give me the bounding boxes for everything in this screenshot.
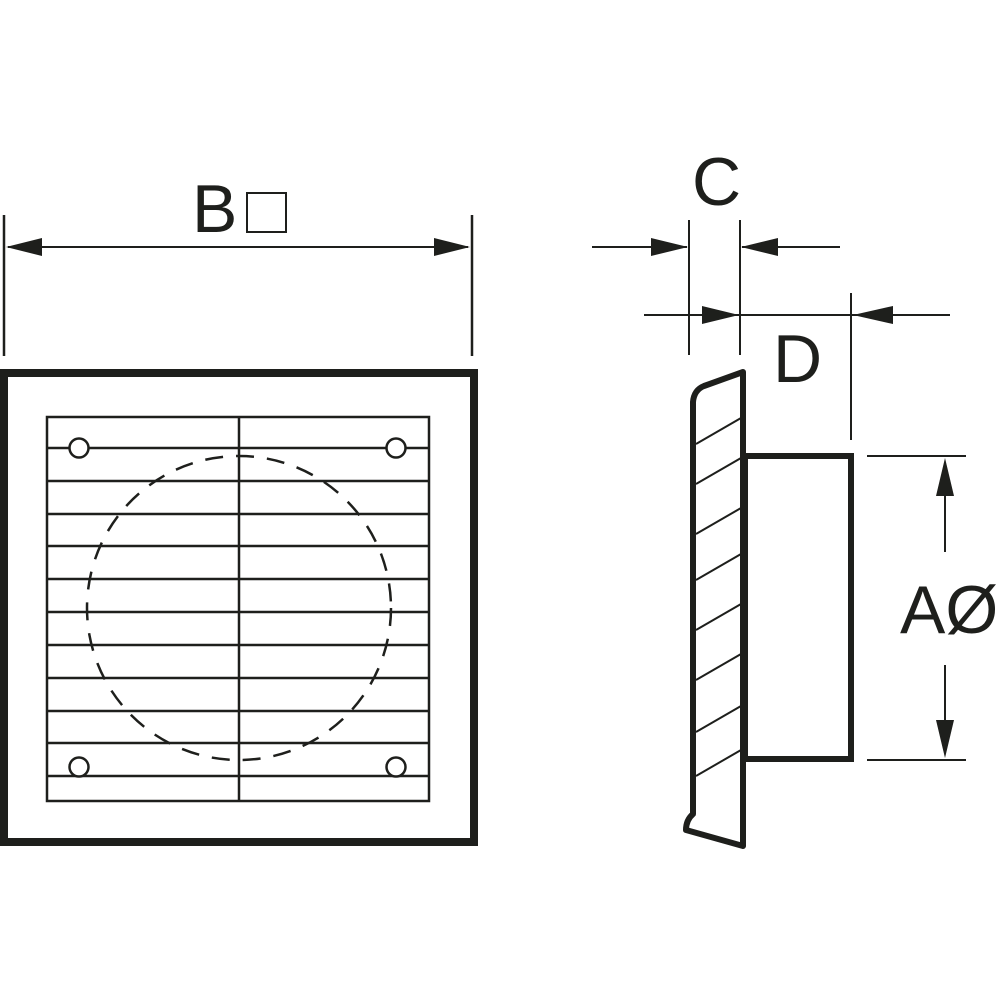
label-d: D xyxy=(773,321,822,397)
label-c: C xyxy=(692,144,741,220)
label-b: B xyxy=(192,171,237,247)
arrow-right-icon xyxy=(702,306,739,324)
front-view xyxy=(0,369,478,846)
arrow-left-icon xyxy=(741,238,778,256)
screw-hole-icon xyxy=(385,756,407,778)
arrow-right-icon xyxy=(651,238,688,256)
side-view xyxy=(683,369,854,849)
dimension-c: C xyxy=(592,144,840,355)
screw-hole-icon xyxy=(68,437,90,459)
label-a: AØ xyxy=(900,572,998,648)
arrow-left-icon xyxy=(853,306,893,324)
screw-hole-icon xyxy=(68,756,90,778)
dimension-d: D xyxy=(644,293,950,440)
dimension-b: B xyxy=(2,171,474,356)
arrow-down-icon xyxy=(936,720,954,758)
dimension-a: AØ xyxy=(867,455,998,761)
grille-profile xyxy=(683,369,746,849)
profile-hatching xyxy=(695,417,742,777)
arrow-right-icon xyxy=(434,238,470,256)
arrow-left-icon xyxy=(6,238,42,256)
diameter-symbol-icon: Ø xyxy=(945,572,998,648)
dashed-spigot-circle xyxy=(85,454,393,762)
screw-hole-icon xyxy=(385,437,407,459)
slats xyxy=(47,446,429,778)
square-symbol-icon xyxy=(246,192,287,233)
arrow-up-icon xyxy=(936,458,954,496)
spigot xyxy=(742,453,854,762)
outer-frame xyxy=(0,369,478,846)
